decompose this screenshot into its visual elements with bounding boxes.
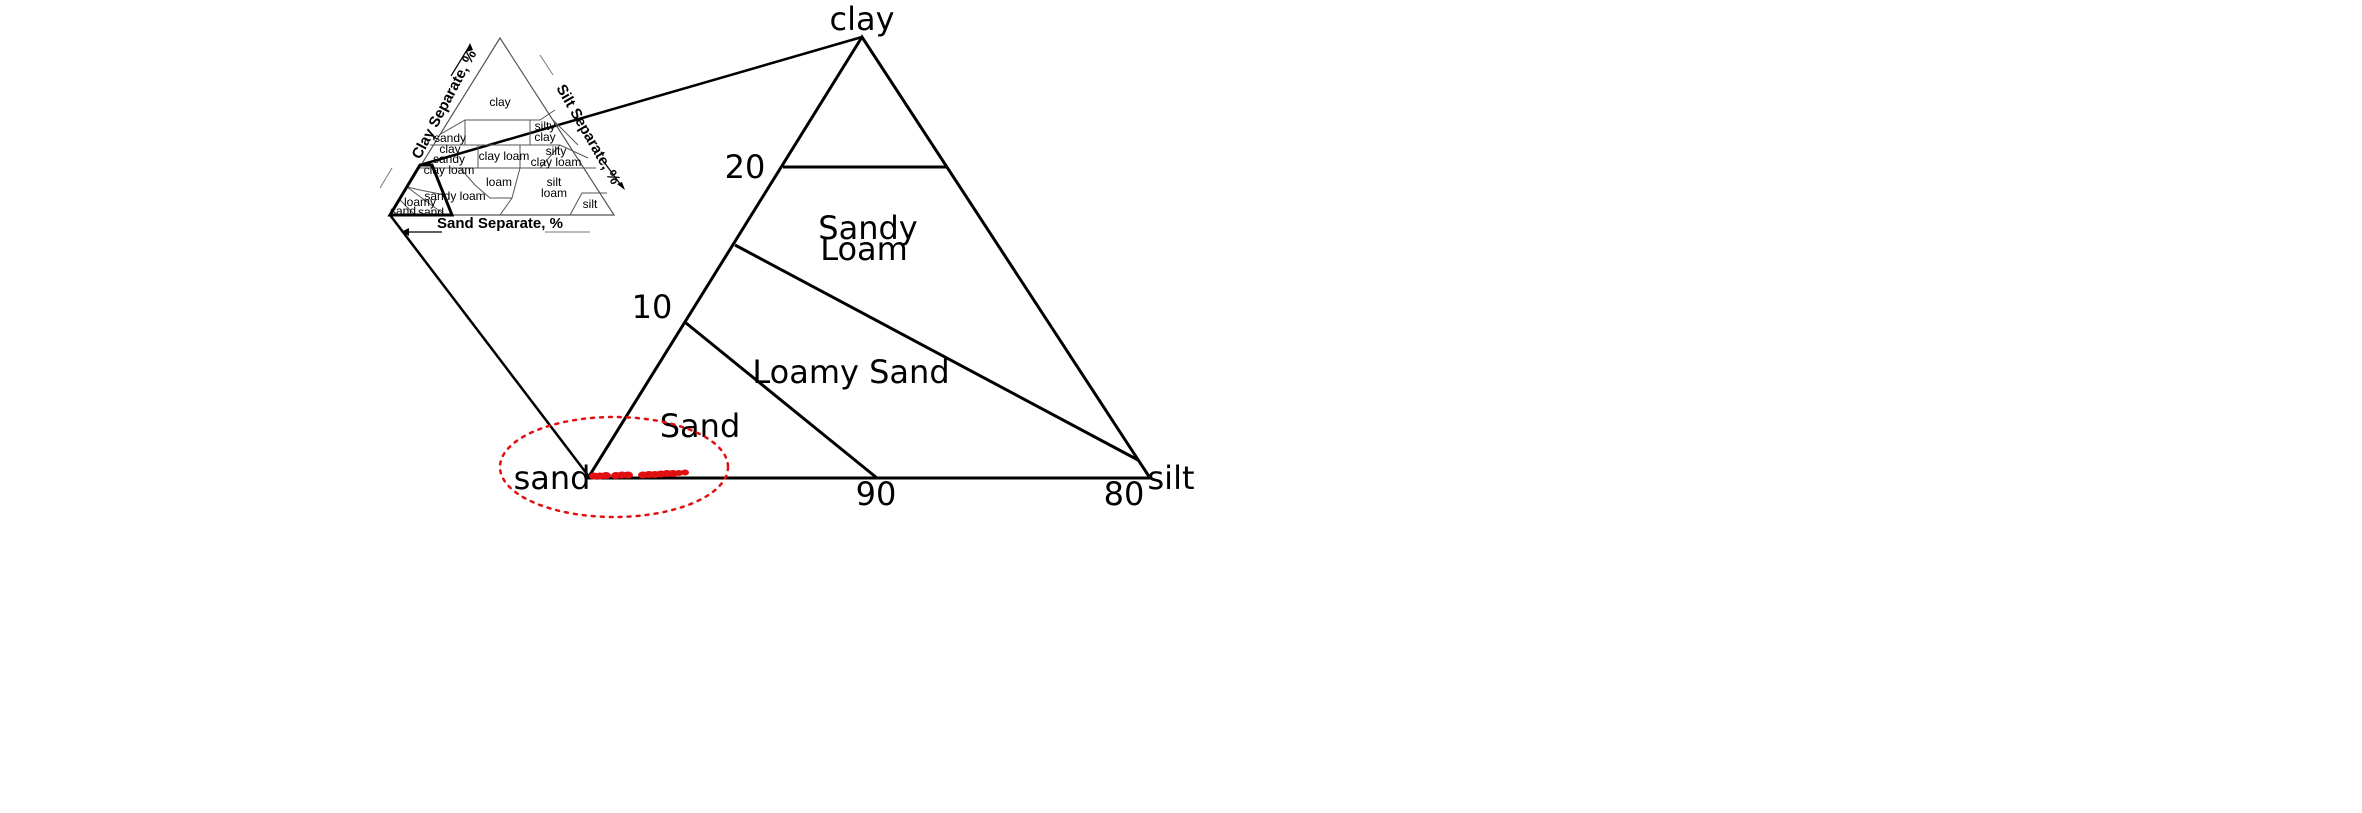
vertex-label-silt: silt [1148, 459, 1195, 497]
connector-line-bottom [389, 214, 591, 479]
inset-sand-axis: Sand Separate, % [401, 215, 590, 236]
tick-label-sand-90: 90 [856, 475, 897, 513]
inset-silt-axis-label: Silt Separate, % [553, 82, 624, 188]
tick-label-clay-10: 10 [632, 288, 673, 326]
boundary-sandy-loam [734, 243, 1139, 462]
inset-boundaries [399, 109, 607, 216]
inset-label-clay-loam: clay loam [479, 149, 530, 163]
connector-line-top [419, 35, 863, 167]
vertex-label-clay: clay [829, 0, 894, 38]
inset-label-loam: loam [486, 175, 512, 189]
region-label-loamy-sand: Loamy Sand [752, 353, 949, 391]
sample-highlight-ellipse [498, 415, 730, 519]
arrow-up-icon [466, 43, 473, 52]
inset-outline [388, 36, 616, 216]
inset-zoom-region [387, 163, 455, 217]
inset-label-sand: sand [390, 204, 416, 218]
boundary-loamy-sand [685, 321, 878, 480]
inset-label-sandy-loam: sandy loam [424, 189, 485, 203]
tick-label-clay-20: 20 [725, 148, 766, 186]
zoom-outline [585, 34, 1153, 480]
tick-label-sand-80: 80 [1104, 475, 1145, 513]
inset-sand-axis-label: Sand Separate, % [437, 215, 563, 232]
inset-label-clay: clay [489, 95, 510, 109]
inset-label-silt: silt [583, 197, 598, 211]
region-label-sand: Sand [660, 407, 741, 445]
sample-points [589, 469, 689, 480]
arrow-left-icon [401, 228, 409, 236]
vertex-label-sand: sand [514, 459, 591, 497]
arrow-down-icon [617, 182, 625, 190]
